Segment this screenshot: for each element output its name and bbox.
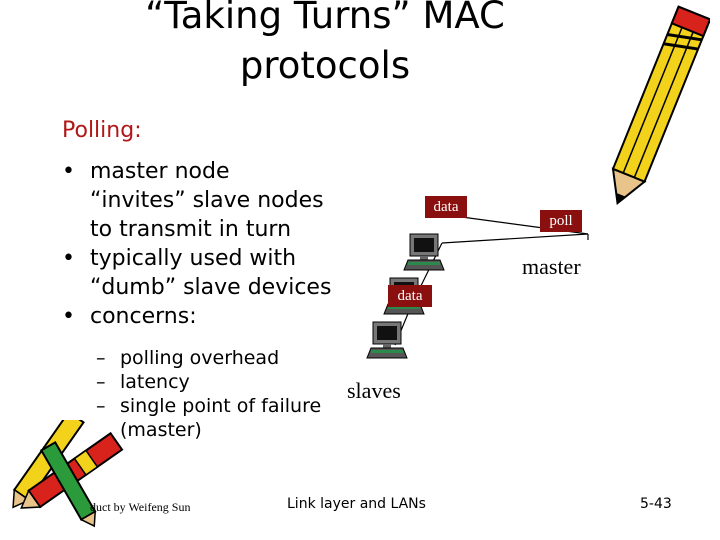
dash-symbol: – — [96, 347, 106, 369]
bullet-item: • master node — [62, 157, 331, 186]
sub-bullet-item: – polling overhead — [96, 346, 321, 370]
slide-title-line2: protocols — [239, 44, 411, 87]
sub-bullet-text-cont: (master) — [120, 419, 202, 441]
sub-bullet-text: latency — [120, 371, 190, 393]
slide-title-line1: “Taking Turns” MAC — [145, 0, 505, 37]
slaves-label: slaves — [347, 378, 401, 403]
bullet-symbol: • — [62, 159, 75, 184]
master-label: master — [522, 254, 581, 279]
sub-bullet-text: polling overhead — [120, 347, 280, 369]
data-tag-top: data — [425, 196, 467, 218]
bullet-symbol: • — [62, 304, 75, 329]
bullet-text-cont: “invites” slave nodes — [90, 188, 324, 213]
footer-title: Link layer and LANs — [287, 496, 426, 512]
dash-symbol: – — [96, 395, 106, 417]
sub-bullet-text: single point of failure — [120, 395, 322, 417]
bullet-item: • concerns: — [62, 302, 331, 331]
data-tag-middle: data — [388, 285, 432, 307]
sub-bullet-item: – latency — [96, 370, 321, 394]
bullet-item: • typically used with — [62, 244, 331, 273]
sub-bullet-item: – single point of failure — [96, 394, 322, 418]
bullet-text: concerns: — [90, 304, 197, 329]
bullet-symbol: • — [62, 246, 75, 271]
bullet-text: master node — [90, 159, 230, 184]
bullet-text-cont: to transmit in turn — [90, 217, 292, 242]
crayons-clipart-icon — [12, 420, 124, 528]
poll-tag: poll — [540, 210, 582, 232]
pencil-clipart-icon — [611, 5, 710, 205]
footer-credit: duct by Weifeng Sun — [90, 500, 191, 514]
computer-icon — [366, 321, 408, 359]
dash-symbol: – — [96, 371, 106, 393]
slide-number: 5-43 — [640, 496, 672, 512]
section-heading: Polling: — [62, 118, 142, 143]
computer-icon — [403, 233, 445, 271]
bullet-text: typically used with — [90, 246, 297, 271]
bullet-text-cont: “dumb” slave devices — [90, 275, 332, 300]
